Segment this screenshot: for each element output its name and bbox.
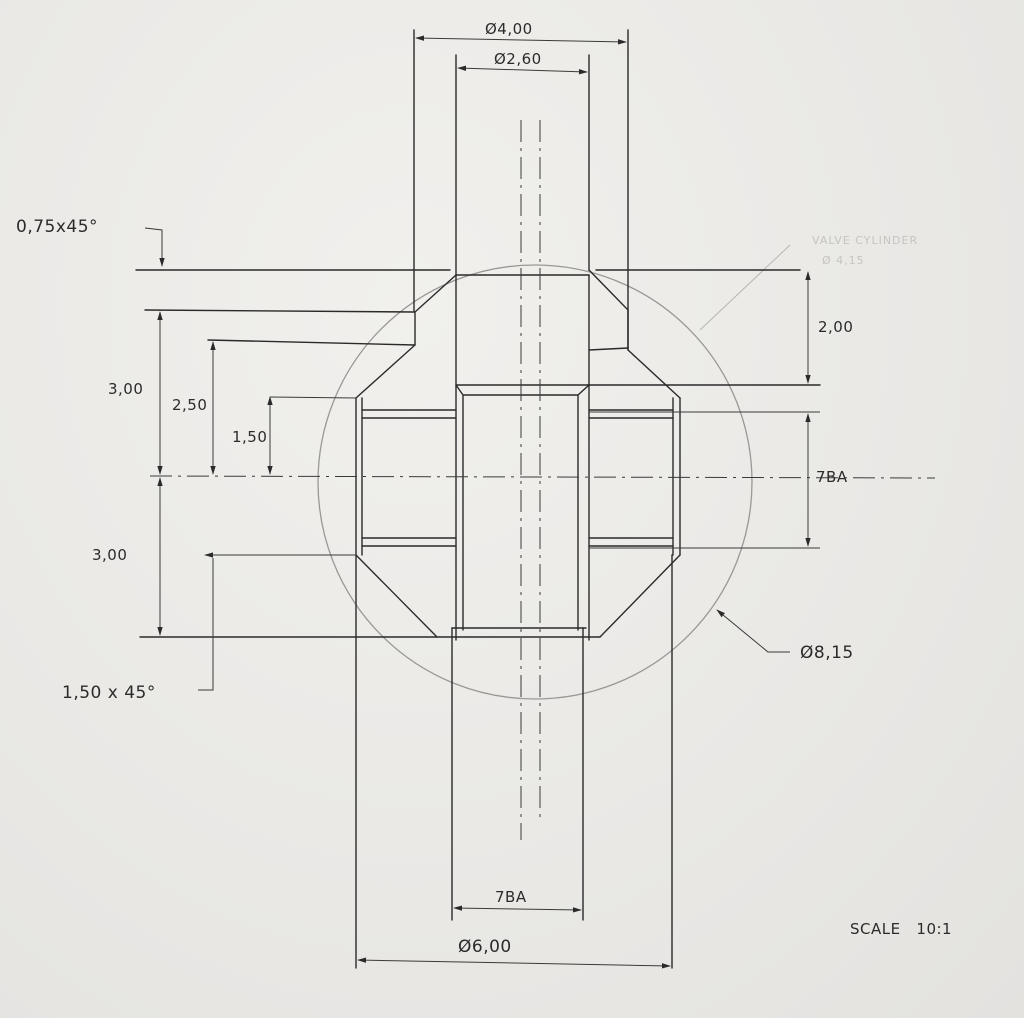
- body-right-side: [672, 397, 681, 556]
- label-right-thread: 7BA: [816, 468, 848, 486]
- thread-lines-left: [361, 409, 457, 547]
- upper-left-step: [144, 309, 416, 346]
- bore-inner: [455, 384, 590, 631]
- bottom-face: [139, 627, 601, 638]
- dim-bottom-chamfer-leader: [198, 555, 356, 691]
- bottom-right-chamfer: [599, 554, 681, 638]
- thread-lines-right: [588, 409, 674, 547]
- dim-top-chamfer-leader: [144, 227, 165, 267]
- vertical-centre-line: [520, 120, 541, 840]
- label-right-top: 2,00: [818, 318, 853, 336]
- top-left-chamfer: [355, 274, 457, 399]
- label-top-outer-dia: Ø4,00: [485, 20, 533, 38]
- label-sphere-dia: Ø8,15: [800, 643, 854, 663]
- dim-top-inner: [457, 65, 588, 75]
- label-top-chamfer: 0,75x45°: [16, 217, 98, 237]
- label-top-inner-dia: Ø2,60: [494, 50, 542, 68]
- bottom-left-chamfer: [355, 554, 438, 638]
- label-height-lower: 3,00: [92, 546, 127, 564]
- faint-note-line2: Ø 4,15: [822, 254, 865, 267]
- dim-small-ext: [269, 396, 357, 399]
- label-height-mid: 2,50: [172, 396, 207, 414]
- dim-bottom-dia: [357, 957, 671, 969]
- top-stem-inner: [455, 54, 590, 276]
- central-bore: [455, 274, 590, 641]
- dim-bottom-thread: [453, 905, 582, 913]
- faint-note-line1: VALVE CYLINDER: [812, 234, 918, 247]
- horizontal-centre-line: [149, 475, 936, 479]
- step-line: [587, 347, 821, 386]
- lower-stem: [355, 554, 673, 969]
- top-right-chamfer: [588, 269, 681, 399]
- note-leader: [699, 244, 791, 331]
- top-stem-outer: [413, 29, 629, 351]
- label-bottom-thread: 7BA: [495, 888, 527, 906]
- dim-top-outer: [415, 35, 627, 45]
- label-height-upper: 3,00: [108, 380, 143, 398]
- label-scale: SCALE 10:1: [850, 920, 952, 938]
- dim-sphere-leader: [716, 609, 790, 653]
- label-bottom-dia: Ø6,00: [458, 937, 512, 957]
- label-bottom-chamfer: 1,50 x 45°: [62, 683, 156, 703]
- label-height-small: 1,50: [232, 428, 267, 446]
- sphere-outline: [317, 264, 753, 700]
- top-face: [135, 269, 801, 276]
- dim-right-ext: [589, 411, 820, 549]
